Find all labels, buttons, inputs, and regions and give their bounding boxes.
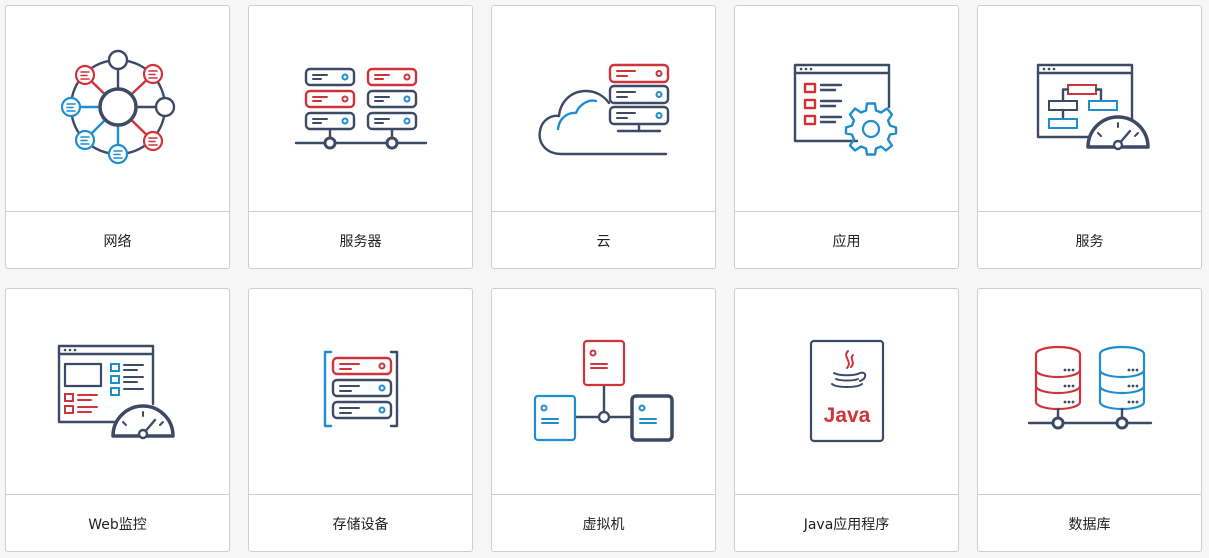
card-label: 虚拟机: [582, 516, 625, 533]
card-label: 应用: [832, 233, 861, 250]
card-icon-area: [6, 6, 229, 211]
database-icon: [1027, 345, 1152, 429]
servers-icon: [294, 67, 427, 149]
card-network[interactable]: 网络: [5, 5, 230, 269]
application-icon: [793, 63, 897, 156]
card-label: 服务器: [339, 233, 382, 250]
storage-icon: [323, 350, 398, 427]
card-divider: [249, 211, 472, 212]
virtual-machine-icon: [533, 339, 674, 442]
card-divider: [492, 494, 715, 495]
card-icon-area: [978, 6, 1201, 211]
java-icon: Java: [809, 339, 884, 442]
java-logo-text: Java: [823, 404, 870, 427]
card-divider: [6, 494, 229, 495]
card-label: 云: [596, 233, 611, 250]
network-icon: [60, 49, 175, 164]
card-divider: [249, 494, 472, 495]
card-application[interactable]: 应用: [734, 5, 959, 269]
web-monitoring-icon: [57, 344, 175, 439]
card-divider: [978, 211, 1201, 212]
card-label: Web监控: [88, 516, 147, 533]
card-label: 存储设备: [332, 516, 389, 533]
card-icon-area: [492, 6, 715, 211]
card-service[interactable]: 服务: [977, 5, 1202, 269]
card-label: Java应用程序: [803, 516, 890, 533]
cloud-icon: [537, 63, 669, 155]
card-icon-area: [978, 289, 1201, 494]
card-label: 服务: [1075, 233, 1104, 250]
card-divider: [6, 211, 229, 212]
card-cloud[interactable]: 云: [491, 5, 716, 269]
card-icon-area: [735, 6, 958, 211]
service-icon: [1036, 63, 1150, 150]
card-icon-area: [249, 6, 472, 211]
card-virtual-machine[interactable]: 虚拟机: [491, 288, 716, 552]
card-icon-area: Java: [735, 289, 958, 494]
card-java-application[interactable]: Java Java应用程序: [734, 288, 959, 552]
card-servers[interactable]: 服务器: [248, 5, 473, 269]
card-icon-area: [6, 289, 229, 494]
card-database[interactable]: 数据库: [977, 288, 1202, 552]
card-label: 数据库: [1068, 516, 1111, 533]
card-web-monitoring[interactable]: Web监控: [5, 288, 230, 552]
card-divider: [735, 494, 958, 495]
card-icon-area: [492, 289, 715, 494]
card-label: 网络: [103, 233, 132, 250]
card-divider: [735, 211, 958, 212]
card-icon-area: [249, 289, 472, 494]
card-divider: [492, 211, 715, 212]
card-storage[interactable]: 存储设备: [248, 288, 473, 552]
card-divider: [978, 494, 1201, 495]
